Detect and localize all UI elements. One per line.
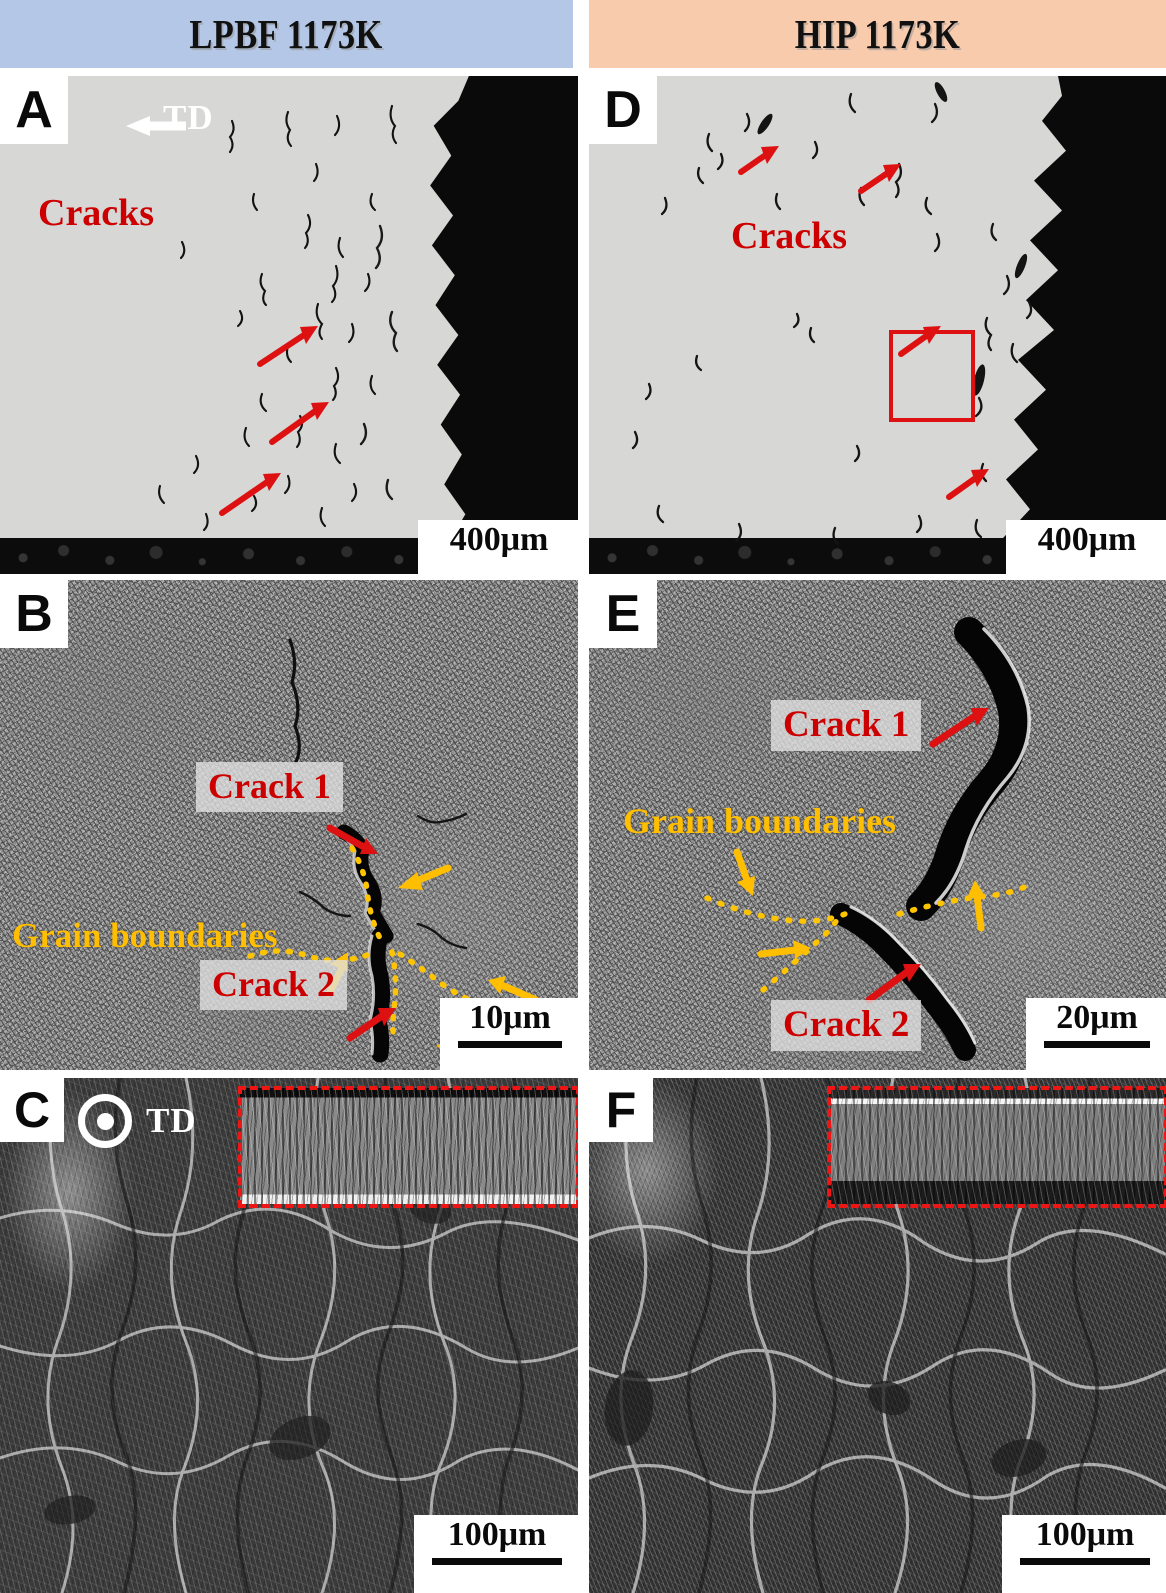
column-header-lpbf: LPBF 1173K — [0, 0, 573, 68]
panel-f[interactable]: F 100μm — [589, 1078, 1166, 1593]
panel-f-inset[interactable] — [829, 1088, 1166, 1204]
panel-c[interactable]: TD C 100μm — [0, 1078, 578, 1593]
out-of-plane-circle-dot-icon — [78, 1094, 132, 1148]
panel-b-scale-text: 10μm — [469, 999, 551, 1036]
panel-a-cracks-label: Cracks — [38, 192, 155, 234]
panel-a-scale: 400μm — [418, 520, 578, 574]
panel-f-scale-text: 100μm — [1035, 1516, 1135, 1553]
panel-f-inset-texture — [829, 1088, 1166, 1204]
panel-d-scale: 400μm — [1006, 520, 1166, 574]
panel-c-inset-border — [238, 1086, 578, 1208]
panel-e-crack2-label: Crack 2 — [771, 1000, 922, 1051]
panel-c-scale-text: 100μm — [447, 1516, 547, 1553]
panel-e-scale-text: 20μm — [1056, 999, 1138, 1036]
out-of-plane-dot — [96, 1112, 114, 1130]
panel-c-td-label: TD — [146, 1101, 197, 1140]
panel-e-crack1-label: Crack 1 — [771, 700, 922, 751]
panel-b[interactable]: Crack 1 Crack 2 Grain boundaries B 10μm — [0, 580, 578, 1070]
panel-f-inset-border — [827, 1086, 1166, 1208]
panel-e-scale: 20μm — [1026, 998, 1166, 1070]
panel-a-letter: A — [0, 76, 68, 144]
panel-e-grain-boundaries-label: Grain boundaries — [623, 801, 897, 841]
panel-b-scale: 10μm — [440, 998, 578, 1070]
panel-b-crack1-label: Crack 1 — [196, 762, 343, 812]
panel-c-scale: 100μm — [414, 1515, 578, 1593]
panel-c-inset-relief — [240, 1088, 578, 1204]
panel-c-inset-texture — [240, 1088, 578, 1204]
panel-d[interactable]: Cracks D 400μm — [589, 76, 1166, 574]
panel-e[interactable]: Crack 1 Crack 2 Grain boundaries E 20μm — [589, 580, 1166, 1070]
panel-f-scale-bar-line — [1020, 1557, 1150, 1565]
panel-c-inset[interactable] — [240, 1088, 578, 1204]
panel-f-letter: F — [589, 1078, 653, 1142]
panel-b-scale-bar-line — [458, 1040, 562, 1048]
column-header-hip-title: HIP 1173K — [794, 11, 961, 57]
panel-d-letter: D — [589, 76, 657, 144]
panel-d-cracks-label: Cracks — [731, 215, 848, 257]
panel-f-scale: 100μm — [1002, 1515, 1166, 1593]
column-header-hip: HIP 1173K — [589, 0, 1166, 68]
panel-e-letter: E — [589, 580, 657, 648]
panel-d-scale-text: 400μm — [1037, 521, 1137, 558]
column-header-lpbf-title: LPBF 1173K — [189, 11, 384, 57]
panel-b-crack2-label: Crack 2 — [200, 960, 347, 1010]
panel-b-letter: B — [0, 580, 68, 648]
panel-f-inset-relief — [829, 1088, 1166, 1204]
panel-a-edge-region — [430, 76, 578, 574]
panel-c-letter: C — [0, 1078, 64, 1142]
panel-a-td-label: TD — [163, 98, 214, 137]
panel-e-scale-bar-line — [1044, 1040, 1150, 1048]
panel-c-scale-bar-line — [432, 1557, 562, 1565]
panel-a-scale-text: 400μm — [449, 521, 549, 558]
panel-a[interactable]: Cracks TD A 400μm — [0, 76, 578, 574]
panel-c-td-symbol-group: TD — [78, 1094, 197, 1148]
panel-d-highlight-box — [889, 330, 975, 422]
panel-f-ridge-network — [589, 1078, 1166, 1593]
panel-b-grain-boundaries-label: Grain boundaries — [12, 916, 278, 955]
